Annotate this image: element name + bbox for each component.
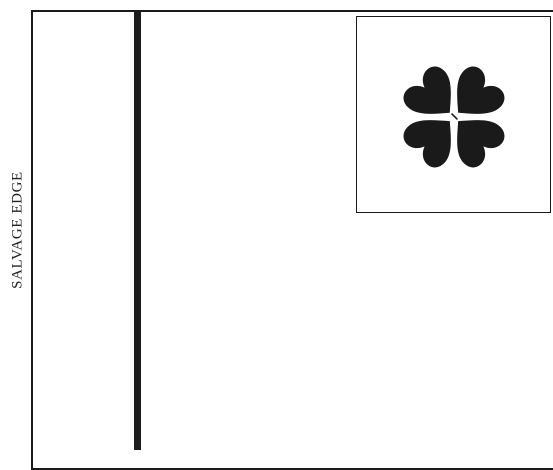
- motif-box: [356, 16, 551, 213]
- four-heart-clover-icon: [357, 17, 550, 212]
- clover-stem: [452, 114, 457, 119]
- salvage-edge-label: SALVAGE EDGE: [10, 171, 27, 289]
- pattern-diagram: SALVAGE EDGE: [0, 0, 553, 444]
- seam-line: [134, 10, 141, 450]
